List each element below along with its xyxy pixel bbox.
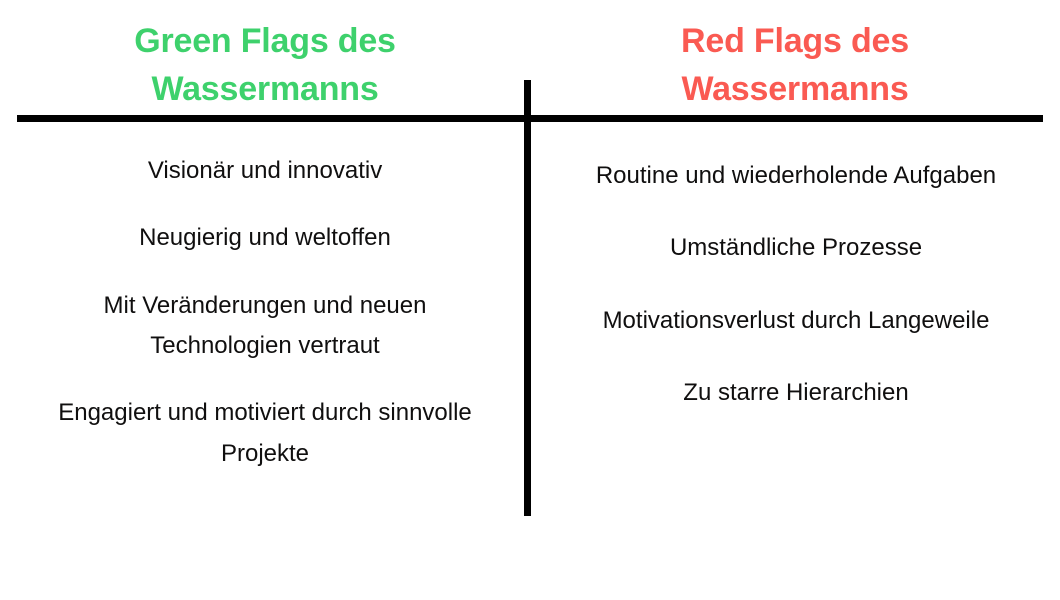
- headings-row: Green Flags des Wassermanns Red Flags de…: [0, 0, 1060, 118]
- heading-cell-green: Green Flags des Wassermanns: [0, 0, 530, 118]
- red-flags-column: Routine und wiederholende Aufgaben Umstä…: [530, 122, 1060, 600]
- list-item: Zu starre Hierarchien: [683, 378, 909, 406]
- list-item: Visionär und innovativ: [147, 157, 383, 184]
- vertical-divider: [524, 80, 531, 516]
- list-item: Routine und wiederholende Aufgaben: [595, 162, 997, 189]
- red-flags-heading: Red Flags des Wassermanns: [681, 22, 909, 109]
- heading-cell-red: Red Flags des Wassermanns: [530, 0, 1060, 118]
- list-item: Umständliche Prozesse: [669, 234, 923, 262]
- list-item: Mit Veränderungen und neuen Technologien…: [103, 291, 427, 359]
- list-item: Motivationsverlust durch Langeweile: [602, 306, 990, 334]
- list-item: Engagiert und motiviert durch sinnvolle …: [58, 399, 472, 467]
- columns-row: Visionär und innovativ Neugierig und wel…: [0, 122, 1060, 600]
- green-flags-heading: Green Flags des Wassermanns: [134, 22, 396, 109]
- green-flags-column: Visionär und innovativ Neugierig und wel…: [0, 122, 530, 600]
- list-item: Neugierig und weltoffen: [139, 224, 391, 252]
